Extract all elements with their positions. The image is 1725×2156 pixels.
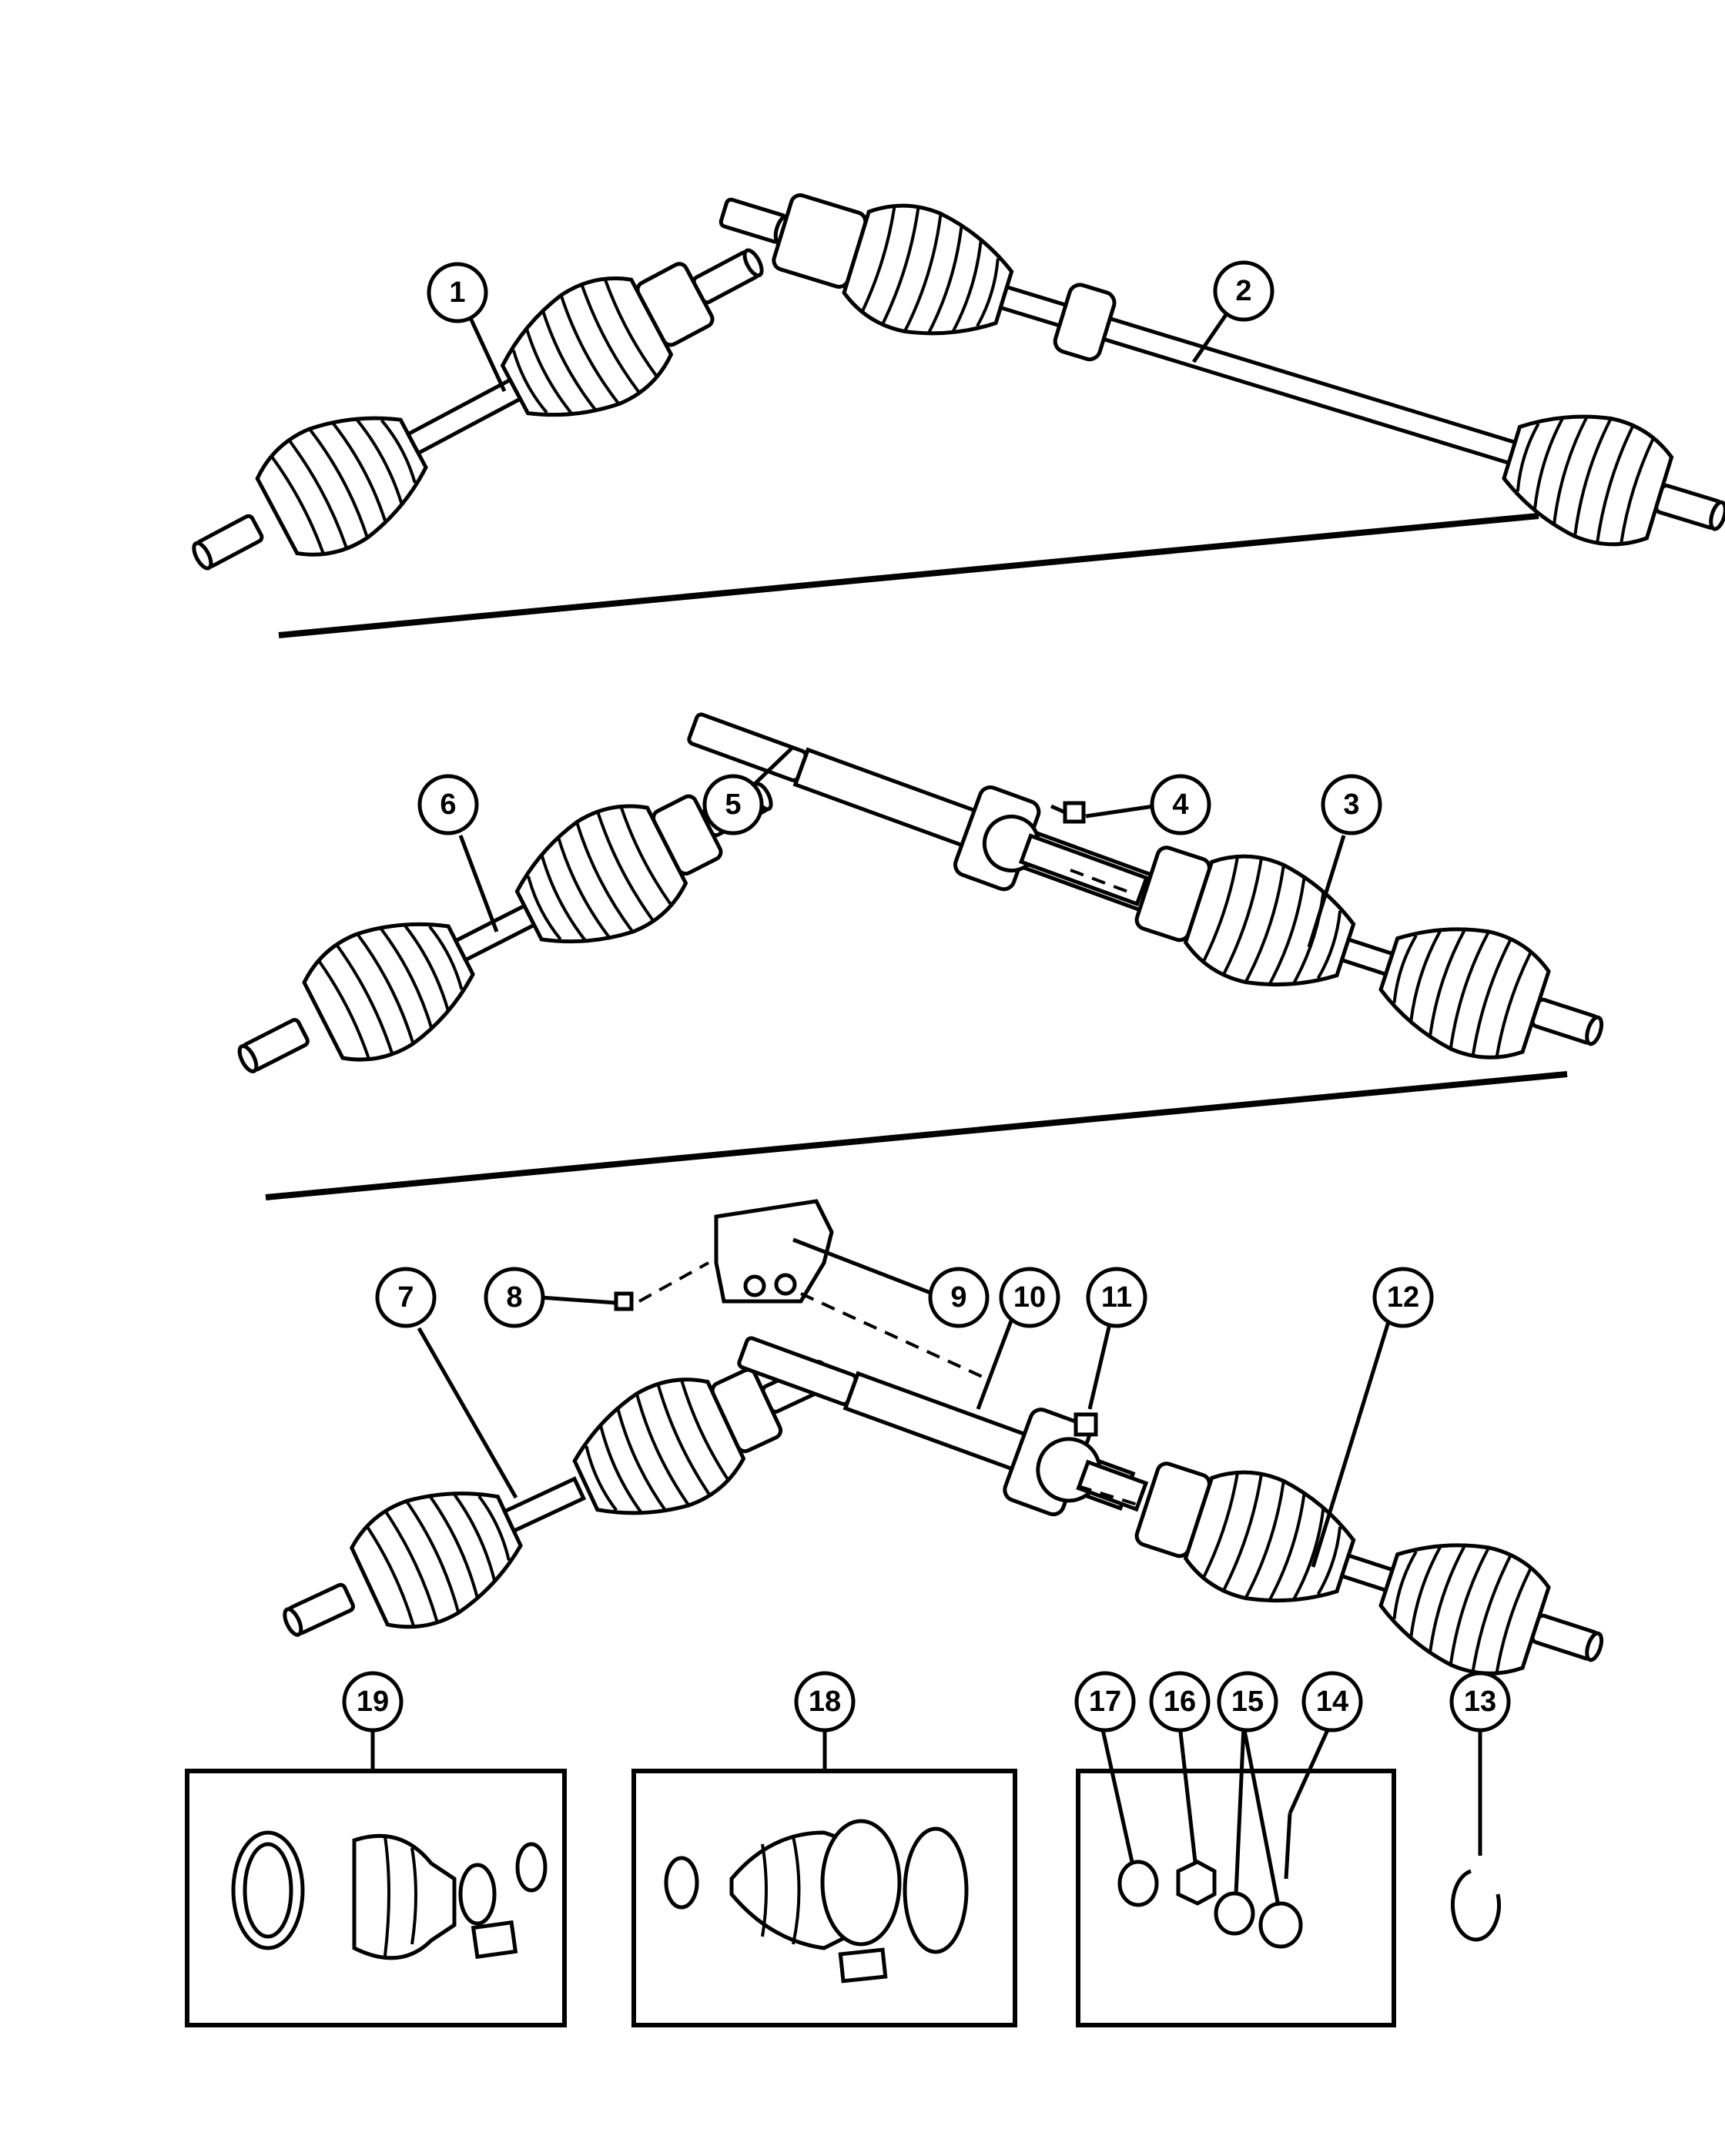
svg-text:4: 4 <box>1172 788 1188 821</box>
callout-10: 10 <box>999 1267 1060 1328</box>
axle-assembly-12 <box>1134 1442 1619 1708</box>
alignment-line-8-9 <box>638 1261 709 1303</box>
svg-text:6: 6 <box>440 788 456 821</box>
callout-8: 8 <box>484 1267 545 1328</box>
bolt-11 <box>1074 1412 1098 1437</box>
kit-hardware-contents <box>1117 1813 1303 1949</box>
callout-5: 5 <box>702 774 764 835</box>
kit-18-contents <box>664 1819 969 1984</box>
alignment-line-5-3 <box>1070 869 1133 895</box>
axle-assembly-3 <box>1134 826 1619 1092</box>
svg-text:14: 14 <box>1316 1686 1348 1718</box>
callout-4: 4 <box>1150 774 1211 835</box>
washer-17 <box>1117 1860 1159 1907</box>
cotter-pin-14 <box>1284 1813 1292 1880</box>
alignment-line-10-12 <box>1077 1485 1141 1507</box>
svg-text:13: 13 <box>1464 1686 1496 1718</box>
svg-text:3: 3 <box>1343 788 1359 821</box>
callout-19: 19 <box>342 1671 404 1732</box>
callout-14: 14 <box>1301 1671 1363 1732</box>
snap-ring-13 <box>1450 1869 1501 1942</box>
callout-16: 16 <box>1149 1671 1211 1732</box>
intermediate-shaft-10 <box>737 1336 1149 1517</box>
section-1-assemblies <box>168 152 1725 614</box>
bolt-8 <box>614 1291 634 1311</box>
svg-text:15: 15 <box>1231 1686 1264 1718</box>
svg-text:7: 7 <box>397 1281 414 1314</box>
svg-text:10: 10 <box>1013 1281 1046 1314</box>
svg-text:9: 9 <box>950 1281 966 1314</box>
callout-9: 9 <box>928 1267 990 1328</box>
svg-text:19: 19 <box>357 1686 389 1718</box>
section-3-assemblies <box>261 1199 1619 1708</box>
section-2-assemblies <box>214 712 1619 1117</box>
retainer-15 <box>1214 1891 1255 1936</box>
axle-assembly-2 <box>705 152 1725 577</box>
axle-assembly-7 <box>261 1316 856 1681</box>
svg-text:16: 16 <box>1164 1686 1196 1718</box>
callout-2: 2 <box>1213 260 1274 322</box>
svg-text:11: 11 <box>1101 1281 1132 1314</box>
svg-text:2: 2 <box>1235 275 1251 307</box>
nut-lock-15 <box>1258 1901 1303 1949</box>
kit-box-hardware <box>1076 1769 1396 2027</box>
svg-text:1: 1 <box>449 276 465 309</box>
section-divider-2 <box>265 1071 1568 1200</box>
alignment-line-9-shaft <box>800 1292 986 1380</box>
callout-12: 12 <box>1372 1267 1434 1328</box>
callout-18: 18 <box>794 1671 856 1732</box>
intermediate-shaft-5 <box>687 712 1209 932</box>
svg-text:18: 18 <box>809 1686 841 1718</box>
callout-17: 17 <box>1074 1671 1136 1732</box>
kit-box-19 <box>185 1769 567 2027</box>
callout-1: 1 <box>427 262 488 323</box>
svg-text:8: 8 <box>506 1281 522 1314</box>
callout-6: 6 <box>417 774 479 835</box>
leader-lines <box>370 305 1482 1907</box>
callouts: 1 2 3 4 5 6 7 8 9 10 11 12 13 14 15 16 1… <box>342 260 1511 1732</box>
axle-assembly-6 <box>214 738 796 1117</box>
callout-15: 15 <box>1217 1671 1278 1732</box>
svg-text:12: 12 <box>1387 1281 1419 1314</box>
callout-13: 13 <box>1449 1671 1511 1732</box>
callout-3: 3 <box>1321 774 1382 835</box>
section-divider-1 <box>278 513 1539 638</box>
axle-assembly-1 <box>168 205 788 613</box>
hub-nut-16 <box>1176 1860 1217 1906</box>
bracket-9 <box>714 1199 834 1304</box>
bolt-4 <box>1050 801 1086 824</box>
svg-text:5: 5 <box>725 788 741 821</box>
svg-text:17: 17 <box>1089 1686 1121 1718</box>
callout-7: 7 <box>375 1267 437 1328</box>
callout-11: 11 <box>1086 1267 1147 1328</box>
kit-19-contents <box>231 1830 548 1960</box>
